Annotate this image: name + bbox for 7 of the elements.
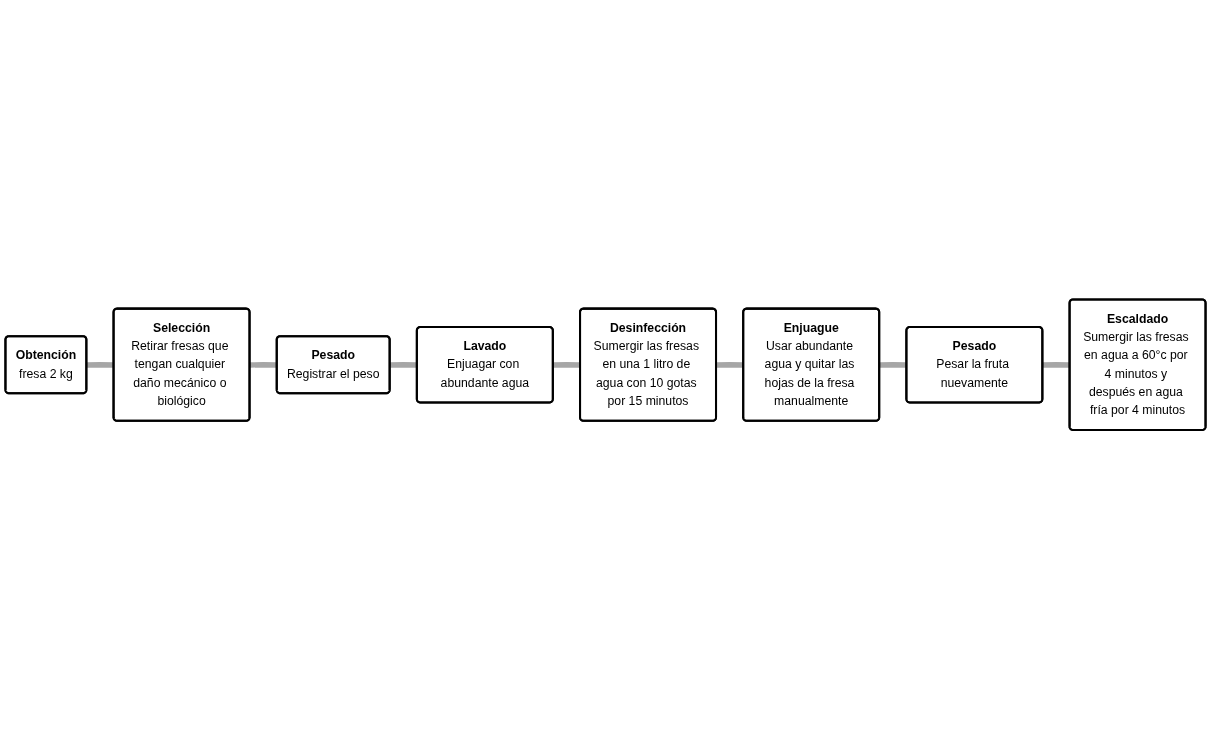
connector [389,362,418,369]
connector [249,362,278,369]
connector [879,362,907,369]
connector [86,362,114,369]
connector [1042,362,1070,369]
connector [553,362,581,369]
connector [716,362,744,369]
